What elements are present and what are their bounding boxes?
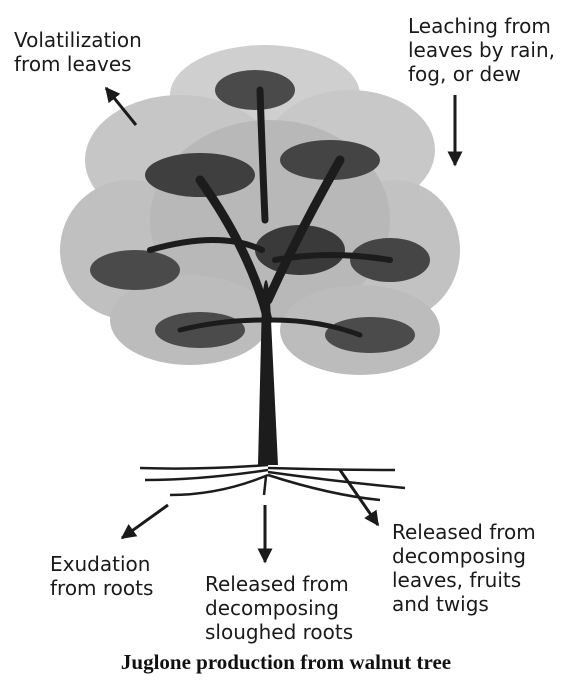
label-line: Released from [392,520,536,544]
label-line: Exudation [50,552,153,576]
label-exudation: Exudation from roots [50,552,153,600]
label-line: from leaves [14,52,142,76]
arrow-icon-exudation [122,505,168,538]
tree-roots [140,465,405,500]
label-line: decomposing [392,544,536,568]
label-line: leaves, fruits [392,568,536,592]
figure-caption: Juglone production from walnut tree [0,650,572,675]
label-decomposing-leaves: Released from decomposing leaves, fruits… [392,520,536,616]
label-line: decomposing [205,596,353,620]
label-line: and twigs [392,592,536,616]
label-line: from roots [50,576,153,600]
arrow-icon-decomposing [340,470,378,525]
label-line: leaves by rain, [408,38,555,62]
label-leaching: Leaching from leaves by rain, fog, or de… [408,14,555,86]
label-line: sloughed roots [205,620,353,644]
label-line: fog, or dew [408,62,555,86]
label-line: Leaching from [408,14,555,38]
label-line: Released from [205,572,353,596]
label-sloughed: Released from decomposing sloughed roots [205,572,353,644]
label-line: Volatilization [14,28,142,52]
label-volatilization: Volatilization from leaves [14,28,142,76]
